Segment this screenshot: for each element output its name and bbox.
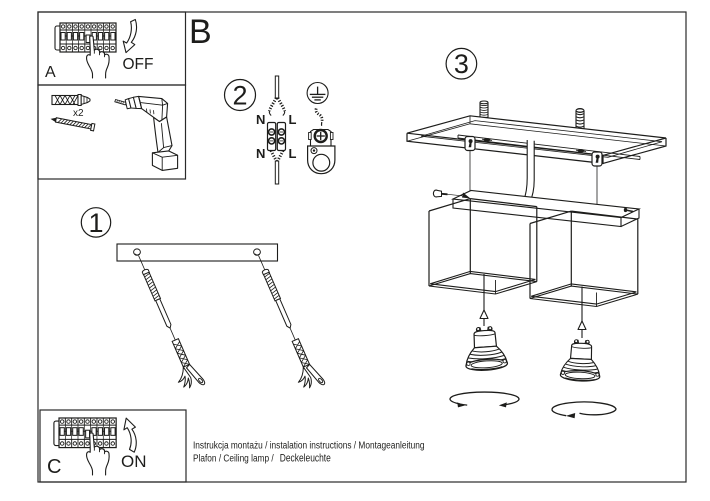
- circuit-breaker-panel-icon: [53, 417, 117, 449]
- keyhole-hanger-icon: [591, 151, 603, 167]
- footer-line2-part1: Plafon / Ceiling lamp /: [193, 454, 276, 465]
- footer-line1: Instrukcja montażu / instalation instruc…: [193, 441, 425, 452]
- terminal-block-icon: [266, 121, 287, 152]
- lamp-cable-icon: [522, 140, 535, 206]
- footer: Instrukcja montażu / instalation instruc…: [193, 441, 425, 465]
- stud-icon: [575, 107, 585, 131]
- box-c-frame: [39, 409, 187, 483]
- ceiling-plate-icon: [406, 100, 667, 206]
- bracket-piece-icon: [307, 145, 336, 175]
- tools-box-frame: [37, 84, 187, 180]
- wire-label-l-bottom: L: [289, 146, 297, 161]
- rotation-arrow-icon: [551, 401, 617, 419]
- rotation-arrow-icon: [449, 391, 520, 408]
- circuit-breaker-panel-icon: [54, 22, 117, 53]
- cube-shade-icon: [428, 198, 538, 295]
- step-1-circle: [80, 207, 112, 238]
- box-a: A OFF: [45, 18, 154, 81]
- page-frame: [37, 11, 687, 483]
- footer-line2-part2: Deckeleuchte: [280, 453, 331, 465]
- bulb-insert-arrow: [577, 286, 587, 338]
- step-1-number: 1: [88, 208, 103, 238]
- bulb-insert-arrow: [479, 274, 489, 326]
- step-2: 2 N L N L: [223, 75, 336, 185]
- ground-wire-icon: [314, 108, 324, 123]
- on-arrow-icon: [123, 417, 137, 453]
- wall-plug-icon: [51, 94, 91, 106]
- off-arrow-icon: [122, 18, 138, 54]
- step-3-circle: [445, 47, 478, 80]
- keyhole-hanger-icon: [464, 135, 476, 152]
- box-c-label: C: [47, 456, 61, 478]
- screw-plug-assembly-icon: [251, 255, 326, 395]
- step-1: 1: [80, 207, 326, 395]
- drill-icon: [114, 95, 179, 171]
- gu10-bulb-icon: [462, 324, 509, 373]
- tools-box: x2: [50, 94, 179, 171]
- ground-clamp-icon: [308, 128, 334, 147]
- step-3-number: 3: [454, 49, 469, 79]
- wire-label-l-top: L: [289, 112, 297, 127]
- step-3: 3: [406, 47, 667, 419]
- screw-plug-assembly-icon: [131, 255, 206, 395]
- gu10-bulb-icon: [559, 338, 603, 383]
- cube-shade-icon: [529, 210, 639, 308]
- side-screw-icon: [432, 189, 471, 199]
- power-cable-icon: [267, 75, 287, 185]
- footer-line2: Plafon / Ceiling lamp / Deckeleuchte: [193, 453, 331, 465]
- box-c: C ON: [47, 417, 147, 478]
- screw-icon: [50, 117, 96, 132]
- section-b-label: B: [189, 13, 212, 51]
- ground-symbol-icon: [306, 81, 329, 105]
- box-a-label: A: [45, 64, 56, 81]
- mounting-bar-icon: [451, 189, 641, 228]
- on-label: ON: [121, 452, 147, 471]
- wire-label-n-bottom: N: [256, 146, 265, 161]
- outer-frame: [37, 11, 687, 483]
- step-2-number: 2: [232, 81, 247, 111]
- off-label: OFF: [123, 56, 154, 73]
- quantity-label: x2: [73, 108, 84, 119]
- mounting-strip-icon: [116, 243, 279, 262]
- stud-icon: [479, 100, 489, 118]
- wire-label-n-top: N: [256, 112, 265, 127]
- step-2-circle: [223, 78, 257, 112]
